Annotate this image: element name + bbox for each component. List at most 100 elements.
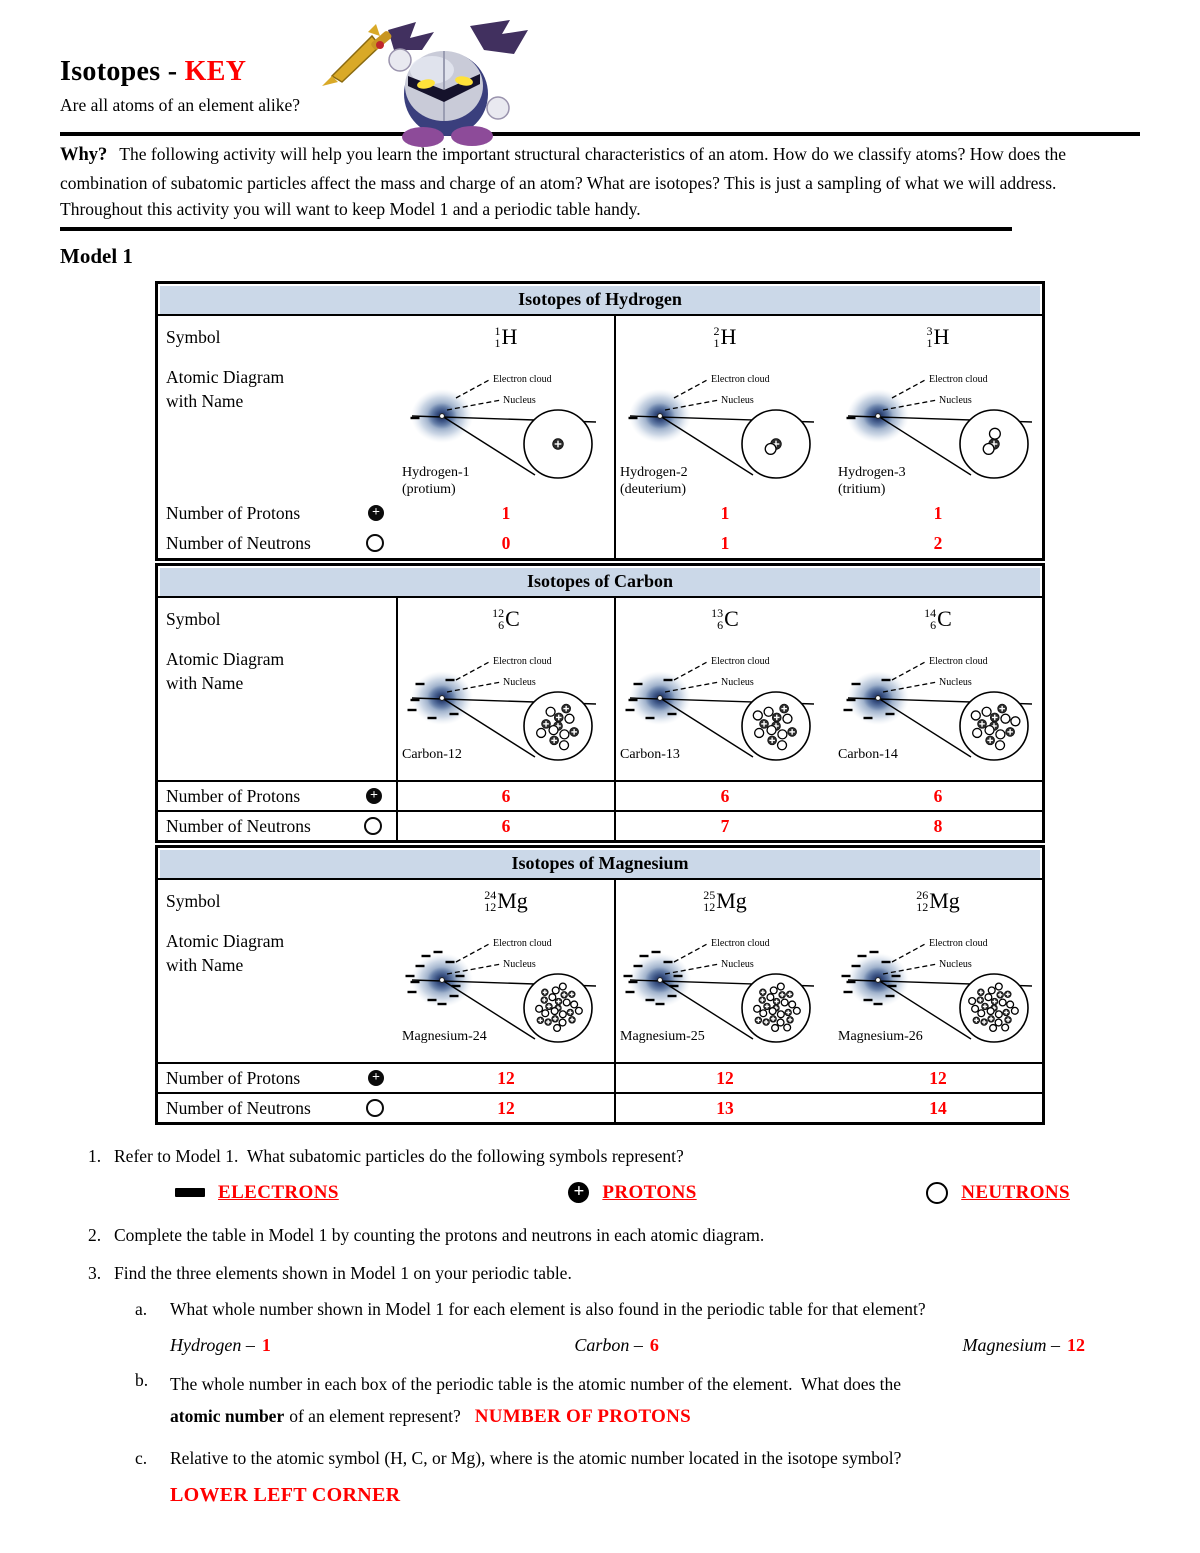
svg-text:Electron cloud: Electron cloud: [929, 938, 988, 949]
answer-label: ELECTRONS: [218, 1181, 339, 1203]
answer-hydrogen: Hydrogen –1: [170, 1334, 271, 1355]
svg-text:Nucleus: Nucleus: [503, 677, 536, 688]
neutrons-value: 14: [834, 1092, 1042, 1122]
answer-value: 1: [261, 1334, 271, 1355]
question-number: b.: [135, 1369, 149, 1390]
minus-bar-icon: [175, 1188, 205, 1198]
row-label-symbol: Symbol: [166, 326, 221, 347]
question-1-answers: ELECTRONS PROTONS NEUTRONS: [60, 1181, 1140, 1204]
answer-electrons: ELECTRONS: [175, 1182, 339, 1204]
proton-icon: [368, 505, 384, 522]
svg-text:Nucleus: Nucleus: [721, 395, 754, 406]
svg-text:Electron cloud: Electron cloud: [929, 374, 988, 385]
protons-value: 12: [616, 1062, 834, 1092]
question-number: c.: [135, 1448, 148, 1469]
row-label-neutrons: Number of Neutrons: [158, 810, 398, 841]
question-text: The whole number in each box of the peri…: [170, 1373, 902, 1428]
neutron-icon: [366, 534, 384, 553]
table-header-band: Isotopes of Hydrogen: [158, 284, 1042, 317]
question-2: 2. Complete the table in Model 1 by coun…: [60, 1224, 1140, 1248]
neutrons-value: 1: [720, 532, 730, 553]
page-title: Isotopes - KEY: [60, 56, 1140, 88]
top-divider: [60, 132, 1140, 136]
title-text: Isotopes -: [60, 56, 178, 87]
answer-label: NEUTRONS: [961, 1181, 1070, 1203]
svg-text:Electron cloud: Electron cloud: [493, 938, 552, 949]
row-label-neutrons: Number of Neutrons: [158, 528, 398, 558]
row-label-protons: Number of Protons: [158, 780, 398, 811]
protons-value: 12: [834, 1062, 1042, 1092]
neutrons-value: 6: [398, 810, 616, 841]
table-title-hydrogen: Isotopes of Hydrogen: [160, 286, 1040, 315]
plus-circle-icon: [568, 1182, 590, 1204]
question-text: Complete the table in Model 1 by countin…: [114, 1224, 765, 1245]
question-text: What whole number shown in Model 1 for e…: [170, 1299, 926, 1320]
title-key-text: KEY: [184, 56, 247, 87]
question-3: 3. Find the three elements shown in Mode…: [60, 1262, 1140, 1286]
answer-label: PROTONS: [602, 1181, 697, 1203]
neutrons-value: 0: [398, 528, 616, 559]
svg-text:Magnesium-24: Magnesium-24: [402, 1029, 487, 1044]
answer-value: 12: [1067, 1334, 1085, 1355]
protons-value: 6: [834, 780, 1042, 810]
neutron-icon: [364, 817, 382, 836]
svg-text:(protium): (protium): [402, 482, 456, 497]
svg-text:Nucleus: Nucleus: [939, 959, 972, 970]
protons-value: 1: [398, 498, 616, 529]
row-label-neutrons: Number of Neutrons: [158, 1092, 398, 1122]
question-3b: b. The whole number in each box of the p…: [135, 1369, 1140, 1435]
page-subtitle: Are all atoms of an element alike?: [60, 95, 301, 115]
svg-text:Electron cloud: Electron cloud: [493, 656, 552, 667]
question-number: 1.: [88, 1146, 102, 1167]
answer-text: NUMBER OF PROTONS: [474, 1406, 691, 1428]
answer-value: 6: [649, 1334, 659, 1355]
protons-value: 12: [398, 1062, 616, 1093]
svg-text:(deuterium): (deuterium): [620, 482, 686, 497]
svg-text:(tritium): (tritium): [838, 482, 886, 497]
svg-text:Hydrogen-1: Hydrogen-1: [402, 465, 470, 480]
table-title-magnesium: Isotopes of Magnesium: [160, 850, 1040, 879]
svg-text:Carbon-14: Carbon-14: [838, 747, 898, 762]
why-text: The following activity will help you lea…: [60, 144, 1066, 219]
answer-text: LOWER LEFT CORNER: [170, 1484, 401, 1507]
neutrons-value: 13: [616, 1092, 834, 1122]
svg-text:Carbon-13: Carbon-13: [620, 747, 680, 762]
neutrons-value: 8: [834, 810, 1042, 840]
protons-value: 1: [720, 502, 730, 523]
table-header-band: Isotopes of Magnesium: [158, 848, 1042, 881]
protons-value: 6: [616, 780, 834, 810]
svg-text:Electron cloud: Electron cloud: [711, 656, 770, 667]
question-number: 2.: [88, 1224, 102, 1245]
question-3a-answers: Hydrogen –1 Carbon –6 Magnesium –12: [60, 1335, 1140, 1356]
answer-carbon: Carbon –6: [574, 1334, 659, 1355]
why-label: Why?: [60, 145, 108, 165]
question-3a: a. What whole number shown in Model 1 fo…: [135, 1298, 1140, 1322]
section-divider: [60, 227, 1012, 232]
svg-text:Carbon-12: Carbon-12: [402, 747, 462, 762]
neutrons-value: 7: [616, 810, 834, 840]
answer-neutrons: NEUTRONS: [926, 1181, 1070, 1204]
table-title-carbon: Isotopes of Carbon: [160, 568, 1040, 597]
